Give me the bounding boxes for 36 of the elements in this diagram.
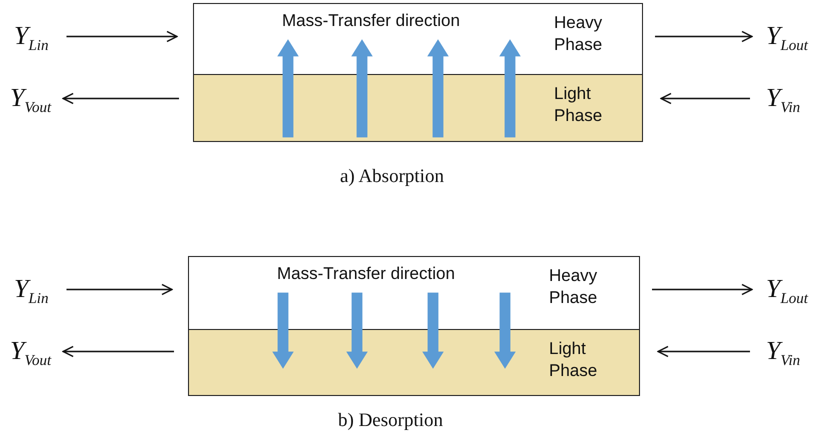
flow-arrow: [657, 346, 750, 358]
flow-arrow: [66, 30, 178, 42]
phase-label: Heavy Phase: [549, 265, 598, 310]
stream-symbol: Y$_{Lout}$: [766, 276, 808, 307]
block-arrow: [272, 292, 294, 369]
stream-symbol: Y$_{Lin}$: [14, 276, 48, 307]
block-arrow: [346, 292, 368, 369]
panel-caption: b) Desorption: [338, 410, 444, 432]
flow-arrow: [652, 284, 753, 296]
block-arrow: [494, 292, 516, 369]
block-arrow: [422, 292, 444, 369]
light-phase-band: [188, 330, 640, 396]
heavy-phase-band: [188, 256, 640, 330]
stream-symbol: Y$_{Vin}$: [766, 85, 800, 116]
block-arrow: [351, 39, 373, 138]
flow-arrow: [655, 30, 753, 42]
flow-arrow: [66, 284, 173, 296]
mass-transfer-heading: Mass-Transfer direction: [282, 10, 460, 32]
stream-symbol: Y$_{Lout}$: [766, 23, 808, 54]
stream-symbol: Y$_{Vout}$: [10, 338, 52, 369]
light-phase-band: [193, 75, 643, 142]
flow-arrow: [62, 346, 174, 358]
stream-symbol: Y$_{Lin}$: [14, 23, 48, 54]
phase-label: Light Phase: [554, 83, 604, 128]
heavy-phase-band: [193, 3, 643, 75]
mass-transfer-heading: Mass-Transfer direction: [277, 263, 455, 285]
block-arrow: [427, 39, 449, 138]
flow-arrow: [660, 92, 750, 104]
phase-label: Light Phase: [549, 338, 598, 382]
stream-symbol: Y$_{Vin}$: [766, 338, 800, 369]
stream-symbol: Y$_{Vout}$: [10, 85, 52, 116]
block-arrow: [499, 39, 521, 138]
block-arrow: [277, 39, 299, 138]
flow-arrow: [62, 92, 179, 104]
phase-label: Heavy Phase: [554, 12, 604, 56]
panel-caption: a) Absorption: [340, 166, 444, 188]
